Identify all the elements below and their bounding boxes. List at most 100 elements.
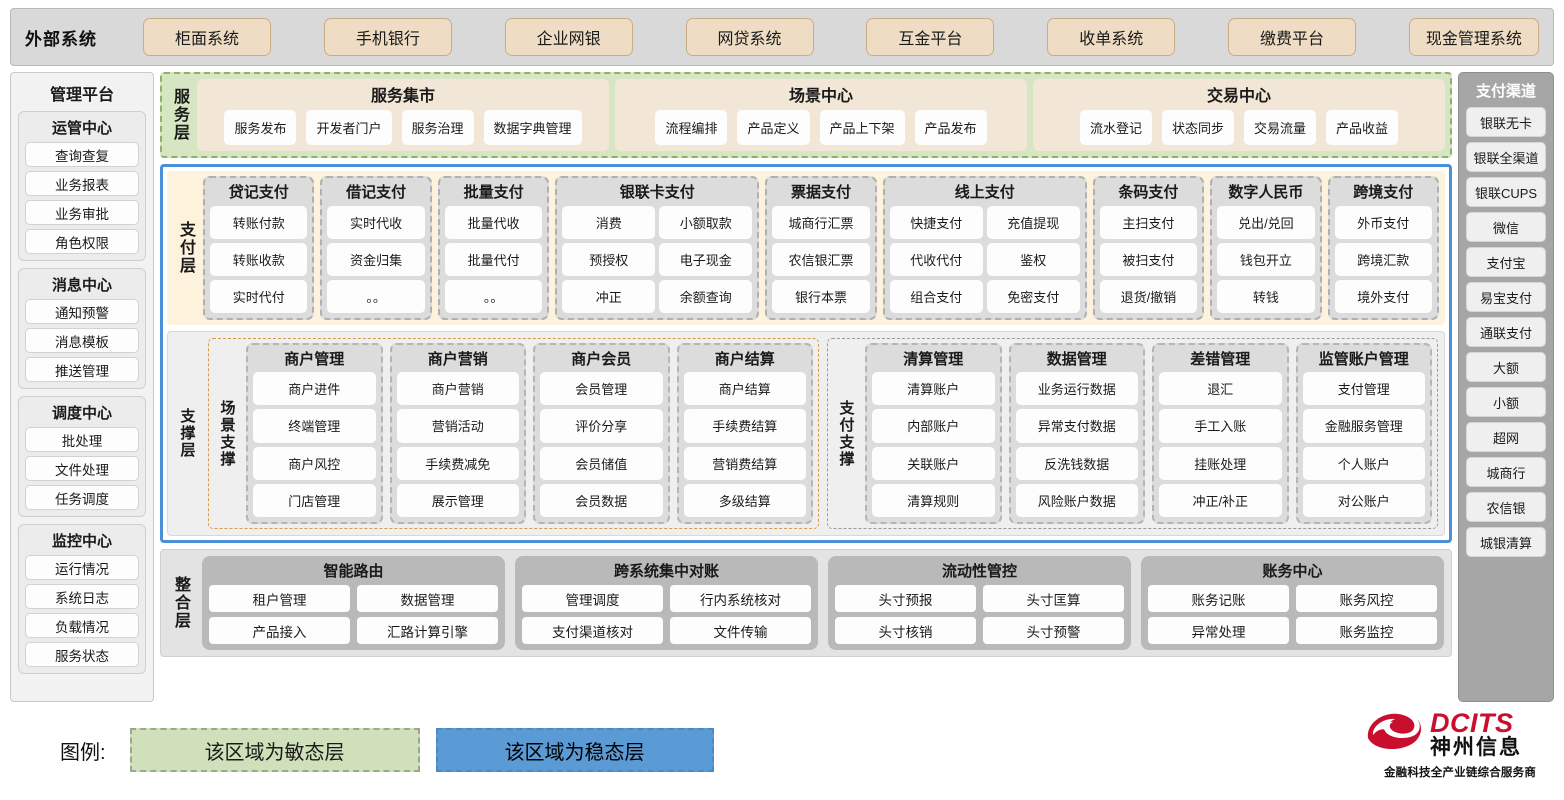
payment-chip[interactable]: 资金归集 — [327, 243, 425, 276]
payment-chip[interactable]: 。。 — [444, 280, 543, 313]
support-chip[interactable]: 商户进件 — [253, 372, 376, 406]
integration-chip[interactable]: 文件传输 — [670, 617, 811, 644]
support-chip[interactable]: 对公账户 — [1302, 483, 1425, 517]
payment-channel-item[interactable]: 微信 — [1466, 212, 1546, 242]
external-system-chip[interactable]: 柜面系统 — [143, 18, 271, 56]
service-chip[interactable]: 产品发布 — [914, 110, 987, 145]
support-chip[interactable]: 展示管理 — [396, 483, 519, 517]
payment-chip[interactable]: 转账收款 — [210, 243, 308, 276]
payment-chip[interactable]: 转钱 — [1217, 280, 1315, 313]
integration-chip[interactable]: 产品接入 — [209, 617, 350, 644]
integration-chip[interactable]: 头寸核销 — [835, 617, 976, 644]
payment-chip[interactable]: 兑出/兑回 — [1217, 206, 1315, 239]
payment-chip[interactable]: 境外支付 — [1334, 280, 1433, 313]
support-chip[interactable]: 清算账户 — [872, 372, 995, 406]
payment-channel-item[interactable]: 超网 — [1466, 422, 1546, 452]
integration-chip[interactable]: 账务记账 — [1148, 585, 1289, 612]
integration-chip[interactable]: 头寸匡算 — [983, 585, 1124, 612]
service-chip[interactable]: 数据字典管理 — [483, 110, 582, 145]
support-chip[interactable]: 手续费结算 — [683, 409, 806, 443]
support-chip[interactable]: 清算规则 — [872, 483, 995, 517]
payment-chip[interactable]: 实时代付 — [210, 280, 308, 313]
external-system-chip[interactable]: 现金管理系统 — [1408, 18, 1539, 56]
support-chip[interactable]: 金融服务管理 — [1302, 409, 1425, 443]
management-item[interactable]: 查询查复 — [25, 142, 139, 167]
management-item[interactable]: 服务状态 — [25, 642, 139, 667]
service-chip[interactable]: 状态同步 — [1161, 110, 1234, 145]
support-chip[interactable]: 商户风控 — [253, 446, 376, 480]
support-chip[interactable]: 手续费减免 — [396, 446, 519, 480]
support-chip[interactable]: 会员数据 — [540, 483, 663, 517]
integration-chip[interactable]: 支付渠道核对 — [522, 617, 663, 644]
service-chip[interactable]: 产品定义 — [737, 110, 810, 145]
external-system-chip[interactable]: 网贷系统 — [685, 18, 814, 56]
payment-channel-item[interactable]: 大额 — [1466, 352, 1546, 382]
payment-chip[interactable]: 城商行汇票 — [772, 206, 870, 239]
support-chip[interactable]: 营销费结算 — [683, 446, 806, 480]
payment-channel-item[interactable]: 小额 — [1466, 387, 1546, 417]
payment-chip[interactable]: 跨境汇款 — [1334, 243, 1433, 276]
support-chip[interactable]: 异常支付数据 — [1015, 409, 1138, 443]
payment-chip[interactable]: 冲正 — [562, 280, 656, 313]
service-chip[interactable]: 服务治理 — [401, 110, 474, 145]
payment-chip[interactable]: 消费 — [562, 206, 656, 239]
external-system-chip[interactable]: 互金平台 — [866, 18, 995, 56]
support-chip[interactable]: 门店管理 — [253, 483, 376, 517]
support-chip[interactable]: 支付管理 — [1302, 372, 1425, 406]
support-chip[interactable]: 会员储值 — [540, 446, 663, 480]
support-chip[interactable]: 冲正/补正 — [1159, 483, 1282, 517]
payment-channel-item[interactable]: 易宝支付 — [1466, 282, 1546, 312]
service-chip[interactable]: 开发者门户 — [306, 110, 392, 145]
integration-chip[interactable]: 数据管理 — [357, 585, 498, 612]
integration-chip[interactable]: 账务风控 — [1296, 585, 1437, 612]
integration-chip[interactable]: 行内系统核对 — [670, 585, 811, 612]
management-item[interactable]: 消息模板 — [25, 328, 139, 353]
integration-chip[interactable]: 汇路计算引擎 — [357, 617, 498, 644]
payment-chip[interactable]: 转账付款 — [210, 206, 308, 239]
support-chip[interactable]: 风险账户数据 — [1015, 483, 1138, 517]
payment-chip[interactable]: 实时代收 — [327, 206, 425, 239]
payment-channel-item[interactable]: 农信银 — [1466, 492, 1546, 522]
payment-channel-item[interactable]: 银联无卡 — [1466, 107, 1546, 137]
support-chip[interactable]: 退汇 — [1159, 372, 1282, 406]
payment-channel-item[interactable]: 银联全渠道 — [1466, 142, 1546, 172]
payment-chip[interactable]: 农信银汇票 — [772, 243, 870, 276]
payment-chip[interactable]: 。。 — [327, 280, 425, 313]
support-chip[interactable]: 评价分享 — [540, 409, 663, 443]
external-system-chip[interactable]: 缴费平台 — [1228, 18, 1357, 56]
management-item[interactable]: 负载情况 — [25, 613, 139, 638]
external-system-chip[interactable]: 企业网银 — [504, 18, 633, 56]
integration-chip[interactable]: 账务监控 — [1296, 617, 1437, 644]
payment-chip[interactable]: 批量代付 — [444, 243, 543, 276]
payment-channel-item[interactable]: 通联支付 — [1466, 317, 1546, 347]
management-item[interactable]: 任务调度 — [25, 485, 139, 510]
payment-chip[interactable]: 组合支付 — [889, 280, 983, 313]
management-item[interactable]: 批处理 — [25, 427, 139, 452]
integration-chip[interactable]: 异常处理 — [1148, 617, 1289, 644]
payment-channel-item[interactable]: 银联CUPS — [1466, 177, 1546, 207]
payment-chip[interactable]: 充值提现 — [986, 206, 1080, 239]
payment-chip[interactable]: 被扫支付 — [1099, 243, 1198, 276]
external-system-chip[interactable]: 收单系统 — [1047, 18, 1176, 56]
payment-chip[interactable]: 电子现金 — [659, 243, 753, 276]
support-chip[interactable]: 业务运行数据 — [1015, 372, 1138, 406]
support-chip[interactable]: 商户营销 — [396, 372, 519, 406]
integration-chip[interactable]: 头寸预警 — [983, 617, 1124, 644]
service-chip[interactable]: 产品上下架 — [819, 110, 905, 145]
payment-chip[interactable]: 鉴权 — [986, 243, 1080, 276]
integration-chip[interactable]: 管理调度 — [522, 585, 663, 612]
management-item[interactable]: 文件处理 — [25, 456, 139, 481]
support-chip[interactable]: 多级结算 — [683, 483, 806, 517]
payment-channel-item[interactable]: 支付宝 — [1466, 247, 1546, 277]
management-item[interactable]: 通知预警 — [25, 299, 139, 324]
payment-chip[interactable]: 快捷支付 — [889, 206, 983, 239]
management-item[interactable]: 业务审批 — [25, 200, 139, 225]
payment-chip[interactable]: 主扫支付 — [1099, 206, 1198, 239]
support-chip[interactable]: 挂账处理 — [1159, 446, 1282, 480]
management-item[interactable]: 运行情况 — [25, 555, 139, 580]
payment-chip[interactable]: 外币支付 — [1334, 206, 1433, 239]
payment-chip[interactable]: 代收代付 — [889, 243, 983, 276]
support-chip[interactable]: 终端管理 — [253, 409, 376, 443]
support-chip[interactable]: 个人账户 — [1302, 446, 1425, 480]
support-chip[interactable]: 内部账户 — [872, 409, 995, 443]
